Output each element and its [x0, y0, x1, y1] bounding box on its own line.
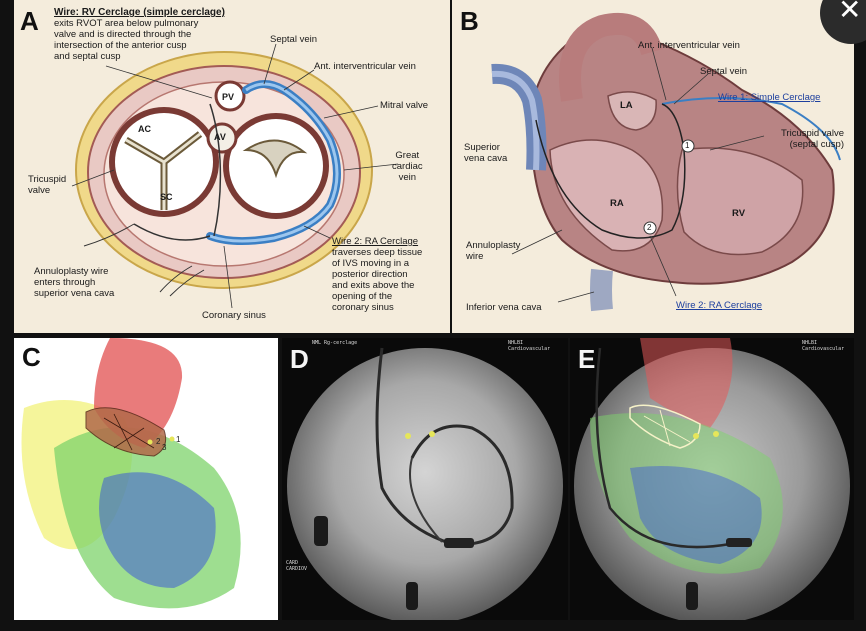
wire2-description: traverses deep tissue of IVS moving in a… — [332, 247, 423, 313]
panel-c-3d-overlay: C 1 2 3 — [14, 338, 278, 620]
lead-device — [314, 516, 328, 546]
la-label: LA — [620, 100, 633, 111]
c-marker-2: 2 — [156, 437, 161, 446]
panel-c-illustration — [21, 338, 241, 609]
ant-interventricular-vein-label-b: Ant. interventricular vein — [638, 40, 740, 51]
superior-vena-cava-label: Superior vena cava — [464, 142, 508, 164]
panel-e-letter: E — [578, 344, 596, 374]
panel-e-fluoroscopy-overlay: E NHLBI Cardiovascular — [570, 338, 854, 620]
ant-interventricular-vein-label: Ant. interventricular vein — [314, 61, 416, 72]
rv-label: RV — [732, 208, 746, 219]
panel-b-heart-anatomy: B Ant. interventricular vein Septal vein… — [452, 0, 854, 333]
pv-label: PV — [222, 92, 235, 102]
guidewire — [375, 347, 514, 546]
panel-d-overlay-left: CARD CARDIOV — [286, 560, 308, 572]
catheter-tip — [444, 538, 474, 548]
mitral-valve-label: Mitral valve — [380, 100, 429, 111]
right-atrium — [549, 139, 664, 252]
annuloplasty-wire-path — [535, 103, 686, 239]
c-marker-1: 1 — [176, 435, 181, 444]
great-cardiac-vein-label: Great cardiac vein — [392, 150, 423, 183]
panel-d-header-right: NHLBI Cardiovascular — [508, 340, 551, 352]
e-valve-outline — [629, 404, 701, 449]
panel-d-letter: D — [290, 344, 309, 374]
septal-vein-label: Septal vein — [270, 34, 318, 45]
wire-1-path — [209, 103, 222, 237]
panel-a-letter: A — [20, 6, 39, 36]
c-marker-3: 3 — [162, 443, 167, 452]
annuloplasty-wire-label: Annuloplasty wire enters through superio… — [34, 266, 115, 299]
sc-label: SC — [160, 192, 173, 202]
av-label: AV — [214, 132, 226, 142]
aortic-valve — [206, 122, 238, 154]
left-atrium — [607, 91, 657, 131]
panel-e-image — [574, 338, 850, 620]
ra-label: RA — [610, 198, 624, 209]
panel-a-illustration — [71, 43, 399, 309]
wire2-ra-cerclage-label: Wire 2: RA Cerclage — [676, 300, 763, 311]
wire-2-path — [133, 223, 211, 241]
panel-d-image — [287, 347, 563, 620]
blue-volume — [99, 472, 216, 588]
septal-vein-label-b: Septal vein — [700, 66, 748, 77]
mitral-leaflets — [242, 139, 308, 179]
panel-c-letter: C — [22, 342, 41, 372]
wire1-simple-cerclage-label: Wire 1: Simple Cerclage — [718, 92, 821, 103]
tricuspid-valve-label: Tricuspid valve — [28, 174, 67, 196]
panel-b-illustration — [491, 12, 841, 312]
coronary-sinus-label: Coronary sinus — [202, 310, 266, 321]
panel-a-valve-cross-section: A Wire: RV Cerclage (simple cerclage) ex… — [14, 0, 450, 333]
fluoro-field — [287, 348, 563, 620]
wire1-description: exits RVOT area below pulmonary valve an… — [54, 18, 199, 62]
panel-b-letter: B — [460, 6, 479, 36]
pulmonary-valve — [214, 80, 246, 112]
marker-2: 2 — [647, 223, 652, 232]
inferior-vena-cava-label: Inferior vena cava — [466, 302, 542, 313]
wire-1-simple-cerclage — [661, 97, 841, 161]
aorta — [559, 12, 663, 102]
ac-label: AC — [138, 124, 151, 134]
panel-e-header-right: NHLBI Cardiovascular — [802, 340, 845, 352]
marker-1: 1 — [685, 141, 690, 150]
panel-d-header-left: NML Rg-cerclage — [312, 340, 358, 346]
annuloplasty-wire-label-b: Annuloplasty wire — [466, 240, 521, 262]
tricuspid-valve-septal-cusp-label: Tricuspid valve (septal cusp) — [780, 128, 844, 150]
panel-d-fluoroscopy: D NML Rg-cerclage NHLBI Cardiovascular C… — [282, 338, 568, 620]
inferior-vena-cava — [590, 268, 613, 312]
e-red-overlay — [640, 338, 733, 428]
close-icon: ✕ — [838, 0, 862, 26]
valve-ring — [85, 407, 167, 457]
wire2-title: Wire 2: RA Cerclage — [332, 236, 419, 247]
wire1-title: Wire: RV Cerclage (simple cerclage) — [54, 7, 225, 18]
